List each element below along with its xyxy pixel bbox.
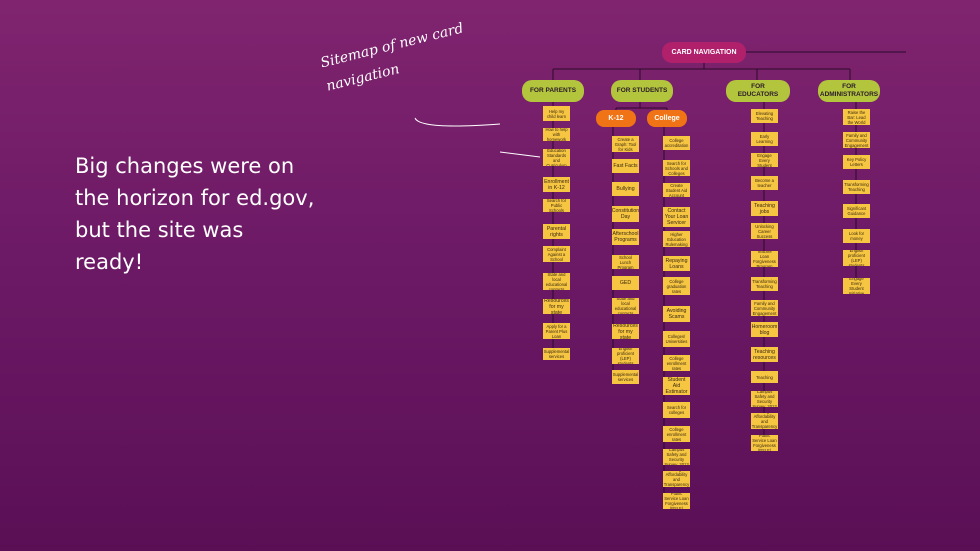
k12-card: Constitution Day bbox=[612, 206, 639, 222]
slide-headline: Big changes were on the horizon for ed.g… bbox=[75, 154, 315, 274]
college-card: Repaying Loans bbox=[663, 256, 690, 271]
parents-card: How to help with homework bbox=[543, 128, 570, 141]
college-card: Student Aid Estimator bbox=[663, 377, 690, 395]
for-administrators-node: FOR ADMINISTRATORS bbox=[818, 80, 880, 102]
administrators-card: Engage Every Student Initiative bbox=[843, 278, 870, 294]
educators-card: Public Service Loan Forgiveness (PSLF) bbox=[751, 435, 778, 451]
college-card: Colleges/ Universities bbox=[663, 331, 690, 347]
college-card: College accreditation bbox=[663, 136, 690, 150]
administrators-card: Transforming Teaching bbox=[843, 180, 870, 194]
k12-card: Resources for my state bbox=[612, 324, 639, 339]
parents-card: Complaint Against a School bbox=[543, 246, 570, 262]
parents-card: Resources for my state bbox=[543, 299, 570, 314]
college-card: Campus Safety and Security Survey, 2013 bbox=[663, 449, 690, 465]
educators-card: Teaching bbox=[751, 371, 778, 383]
educators-card: Transforming Teaching bbox=[751, 277, 778, 291]
college-card: Search for Schools and Colleges bbox=[663, 160, 690, 176]
k12-card: Bullying bbox=[612, 182, 639, 196]
parents-card: Apply for a Parent Plus Loan bbox=[543, 323, 570, 339]
parents-card: Help my child learn bbox=[543, 106, 570, 121]
administrators-card: Significant Guidance bbox=[843, 204, 870, 218]
educators-card: Unlocking Career Success bbox=[751, 223, 778, 239]
parents-card: State and local educational contacts bbox=[543, 273, 570, 290]
college-node: College bbox=[647, 110, 687, 127]
educators-card: Family and Community Engagement bbox=[751, 300, 778, 316]
for-educators-node: FOR EDUCATORS bbox=[726, 80, 790, 102]
college-card: College graduation rates bbox=[663, 277, 690, 295]
k12-card: Fast Facts bbox=[612, 159, 639, 173]
educators-card: Become a teacher bbox=[751, 176, 778, 190]
administrators-card: Limited English proficient (LEP) student… bbox=[843, 250, 870, 266]
parents-card: Education Standards and Curriculum bbox=[543, 149, 570, 166]
k12-card: Limited English proficient (LEP) student… bbox=[612, 348, 639, 364]
college-card: Search for colleges bbox=[663, 402, 690, 418]
k12-card: GED bbox=[612, 276, 639, 290]
administrators-card: Family and Community Engagement bbox=[843, 132, 870, 148]
administrators-card: Look for money bbox=[843, 229, 870, 243]
educators-card: Teacher Loan Forgiveness Program bbox=[751, 251, 778, 267]
educators-card: Engage Every Student bbox=[751, 153, 778, 167]
educators-card: Teaching resources bbox=[751, 347, 778, 362]
educators-card: Early Learning bbox=[751, 132, 778, 146]
k12-card: Afterschool Programs bbox=[612, 229, 639, 245]
college-card: College enrollment rates bbox=[663, 426, 690, 442]
parents-card: Supplemental services bbox=[543, 348, 570, 360]
administrators-card: Key Policy Letters bbox=[843, 155, 870, 169]
educators-card: College Affordability and Transparency C… bbox=[751, 413, 778, 429]
educators-card: Campus Safety and Security Survey, 2013 bbox=[751, 391, 778, 407]
k12-card: Create a Graph: Tool for Kids bbox=[612, 136, 639, 152]
college-card: Create Student Aid Account bbox=[663, 183, 690, 197]
k12-card: School Lunch Program bbox=[612, 255, 639, 269]
college-card: Contact Your Loan Servicer bbox=[663, 207, 690, 227]
college-card: Avoiding Scams bbox=[663, 306, 690, 322]
card-navigation-node: CARD NAVIGATION bbox=[662, 42, 746, 63]
college-card: College enrollment rates bbox=[663, 355, 690, 371]
educators-card: Teaching jobs bbox=[751, 201, 778, 216]
administrators-card: Raise the Bar: Lead the World bbox=[843, 109, 870, 125]
college-card: College Affordability and Transparency C… bbox=[663, 471, 690, 487]
educators-card: Elevating Teaching bbox=[751, 109, 778, 123]
parents-card: Search for Public Schools bbox=[543, 199, 570, 212]
college-card: Higher Education Rulemaking bbox=[663, 231, 690, 247]
k12-card: Supplemental services bbox=[612, 370, 639, 384]
college-card: Public Service Loan Forgiveness (PSLF) bbox=[663, 493, 690, 509]
for-parents-node: FOR PARENTS bbox=[522, 80, 584, 102]
educators-card: Homeroom blog bbox=[751, 322, 778, 337]
parents-card: Parental rights bbox=[543, 224, 570, 239]
k12-card: State and local educational contacts bbox=[612, 298, 639, 314]
parents-card: Enrollment in K-12 bbox=[543, 177, 570, 192]
for-students-node: FOR STUDENTS bbox=[611, 80, 673, 102]
k12-node: K-12 bbox=[596, 110, 636, 127]
